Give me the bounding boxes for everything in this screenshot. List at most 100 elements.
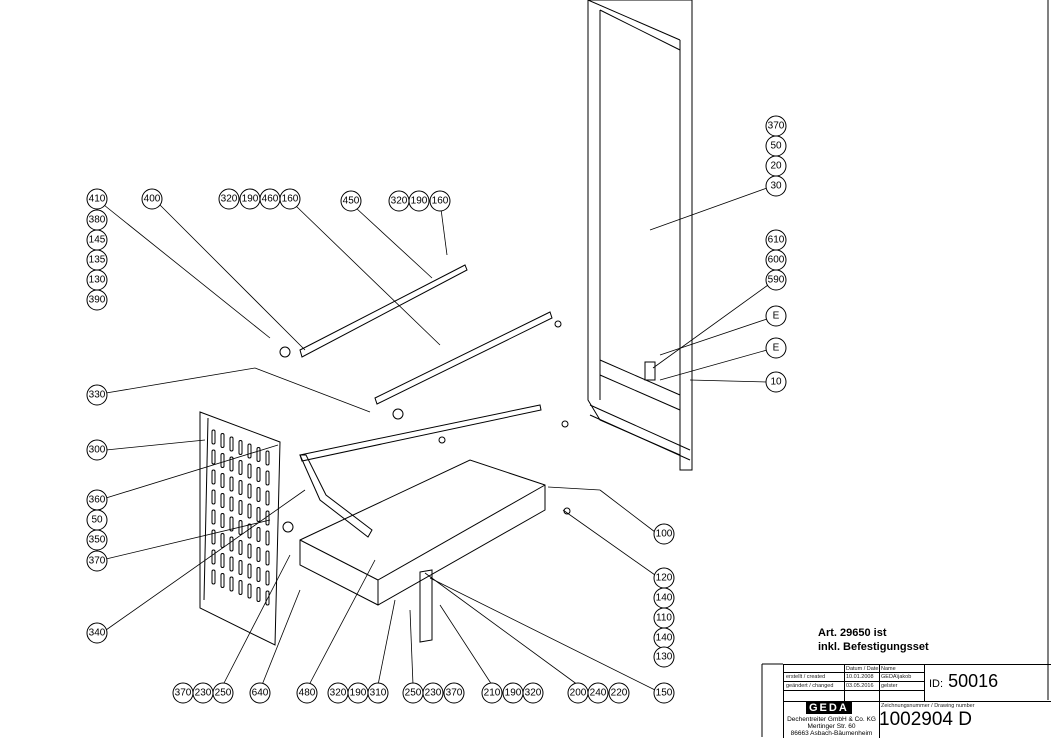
callout-190: 190: [347, 682, 369, 704]
callout-330: 330: [86, 384, 108, 406]
panel-slot: [229, 536, 234, 552]
callout-210: 210: [481, 682, 503, 704]
callout-label: 120: [656, 573, 673, 584]
callout-600: 600: [765, 249, 787, 271]
callout-390: 390: [86, 289, 108, 311]
callout-label: 640: [252, 688, 269, 699]
callout-190: 190: [239, 188, 261, 210]
company-city: 86663 Asbach-Bäumenheim: [790, 730, 873, 737]
panel-slot: [229, 456, 234, 472]
panel-slot: [247, 463, 252, 479]
callout-E: E: [765, 305, 787, 327]
panel-slot: [211, 489, 216, 505]
callout-130: 130: [653, 646, 675, 668]
callout-label: 150: [656, 688, 673, 699]
panel-slot: [247, 503, 252, 519]
callout-label: 230: [425, 688, 442, 699]
callout-150: 150: [653, 682, 675, 704]
callout-label: 410: [89, 194, 106, 205]
company-name: Dechentreiter GmbH & Co. KG: [787, 716, 876, 723]
panel-slot: [220, 453, 225, 468]
panel-slot: [220, 573, 225, 588]
callout-190: 190: [502, 682, 524, 704]
callout-label: 340: [89, 628, 106, 639]
company-street: Mertinger Str. 60: [807, 723, 856, 730]
callout-label: 360: [89, 495, 106, 506]
callout-400: 400: [141, 188, 163, 210]
grid-panel: [199, 411, 281, 646]
panel-slot: [238, 500, 243, 515]
callout-640: 640: [249, 682, 271, 704]
callout-160: 160: [429, 190, 451, 212]
callout-label: 370: [175, 688, 192, 699]
callout-145: 145: [86, 229, 108, 251]
panel-slot: [211, 429, 216, 445]
callout-370: 370: [86, 550, 108, 572]
callout-320: 320: [522, 682, 544, 704]
callout-label: 140: [656, 633, 673, 644]
panel-slot: [265, 450, 270, 466]
changed-label: geändert / changed: [786, 683, 834, 689]
callout-20: 20: [765, 155, 787, 177]
panel-slot: [220, 553, 225, 568]
callout-label: 200: [570, 688, 587, 699]
callout-label: 230: [195, 688, 212, 699]
panel-slot: [256, 567, 261, 582]
callout-label: 610: [768, 235, 785, 246]
callout-label: 30: [770, 181, 782, 192]
callout-label: 50: [91, 515, 103, 526]
panel-slot: [211, 529, 216, 545]
callout-label: 10: [770, 377, 782, 388]
callout-label: 50: [770, 141, 782, 152]
panel-slot: [256, 447, 261, 462]
panel-slot: [211, 549, 216, 565]
name-header: Name: [881, 666, 896, 672]
callout-140: 140: [653, 627, 675, 649]
id-value: 50016: [948, 671, 999, 691]
callout-160: 160: [279, 188, 301, 210]
note-line-2: inkl. Befestigungsset: [818, 641, 929, 653]
callout-label: 100: [656, 529, 673, 540]
panel-slot: [265, 550, 270, 566]
panel-slot: [220, 513, 225, 528]
panel-slot: [265, 470, 270, 486]
callout-label: 190: [350, 688, 367, 699]
tray: [299, 459, 546, 643]
callout-320: 320: [388, 190, 410, 212]
panel-slot: [265, 490, 270, 506]
callout-300: 300: [86, 439, 108, 461]
callout-200: 200: [567, 682, 589, 704]
panel-slot: [247, 583, 252, 599]
panel-slot: [256, 547, 261, 562]
panel-slot: [265, 590, 270, 606]
callout-250: 250: [402, 682, 424, 704]
panel-slot: [265, 510, 270, 526]
callout-label: 370: [446, 688, 463, 699]
callout-610: 610: [765, 229, 787, 251]
panel-slot: [238, 460, 243, 475]
callout-label: 220: [611, 688, 628, 699]
panel-slot: [229, 476, 234, 492]
callout-460: 460: [259, 188, 281, 210]
callout-320: 320: [218, 188, 240, 210]
callout-label: 130: [89, 275, 106, 286]
callout-360: 360: [86, 489, 108, 511]
bars: [279, 264, 571, 538]
callout-label: 130: [656, 652, 673, 663]
panel-slot: [220, 493, 225, 508]
panel-slot: [256, 507, 261, 522]
callout-label: 140: [656, 593, 673, 604]
callout-label: 240: [590, 688, 607, 699]
callout-label: 380: [89, 215, 106, 226]
callout-135: 135: [86, 249, 108, 271]
panel-slot: [211, 449, 216, 465]
panel-slot: [256, 527, 261, 542]
callout-350: 350: [86, 529, 108, 551]
panel-slot: [265, 530, 270, 546]
callout-label: 250: [215, 688, 232, 699]
callout-250: 250: [212, 682, 234, 704]
panel-slot: [211, 469, 216, 485]
callout-label: 370: [89, 556, 106, 567]
